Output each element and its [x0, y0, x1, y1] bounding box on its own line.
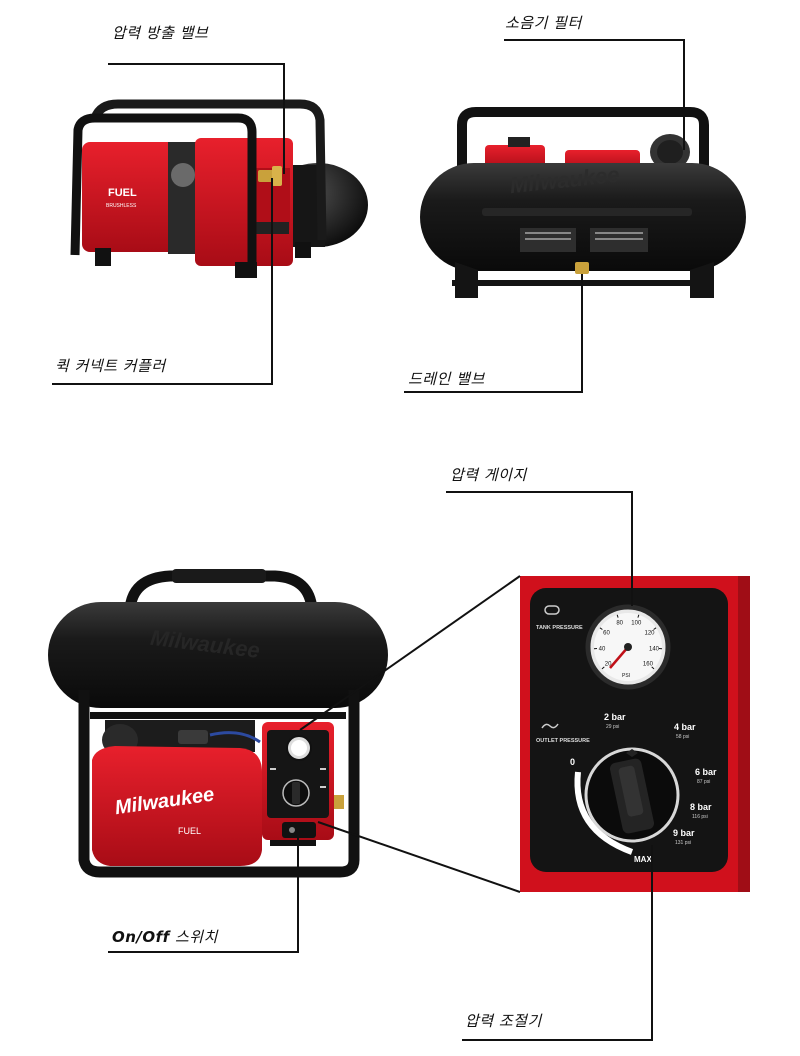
- label-pressure-release-valve: 압력 방출 밸브: [112, 24, 209, 42]
- label-pressure-regulator: 압력 조절기: [465, 1012, 542, 1030]
- dial-zero-label: 0: [570, 757, 575, 767]
- gauge-tick-mark: [599, 627, 603, 630]
- gauge-tick-mark: [637, 614, 640, 618]
- label-onoff-rest: 스위치: [169, 928, 218, 946]
- gauge-tick-160: 160: [643, 662, 654, 668]
- tank-body: [420, 163, 746, 271]
- compressor-rear-view: Milwaukee: [420, 107, 746, 298]
- setting-2bar-psi: 29 psi: [606, 724, 619, 730]
- callout-quick-connect-coupler: [52, 178, 273, 385]
- callout-drain-valve: [404, 274, 583, 393]
- zoom-line-top: [299, 575, 521, 731]
- gauge-needle: [609, 646, 629, 669]
- gauge-tick-80: 80: [616, 620, 623, 626]
- setting-8bar-psi: 116 psi: [692, 814, 708, 820]
- drain-valve-part: [575, 262, 589, 274]
- front-motor-housing: [92, 746, 262, 866]
- gauge-tick-120: 120: [644, 630, 655, 636]
- dial-white-arc: [574, 771, 634, 855]
- setting-4bar-psi: 58 psi: [676, 734, 689, 740]
- fuel-logo-tagline: BRUSHLESS: [106, 203, 137, 209]
- gauge-tick-mark: [651, 666, 655, 670]
- callout-muffler-filter: [504, 39, 685, 150]
- setting-2bar: 2 bar: [604, 712, 626, 722]
- label-onoff-bold: On/Off: [112, 928, 170, 946]
- gauge-tick-20: 20: [605, 662, 612, 668]
- onoff-switch-part: [282, 822, 316, 838]
- zoom-line-bottom: [317, 821, 521, 893]
- setting-4bar: 4 bar: [674, 722, 696, 732]
- gauge-tick-60: 60: [603, 630, 610, 636]
- setting-9bar-psi: 131 psi: [675, 840, 691, 846]
- motor-housing: [82, 142, 182, 252]
- callout-lines: [52, 39, 685, 1041]
- label-onoff-switch: On/Off 스위치: [112, 926, 218, 947]
- front-tank-body: [48, 602, 388, 708]
- setting-9bar: 9 bar: [673, 828, 695, 838]
- label-drain-valve: 드레인 밸브: [408, 370, 485, 388]
- gauge-tick-mark: [653, 627, 657, 630]
- tank-pressure-label: TANK PRESSURE: [536, 625, 583, 631]
- label-pressure-gauge: 압력 게이지: [450, 466, 527, 484]
- outlet-pressure-label: OUTLET PRESSURE: [536, 738, 590, 744]
- front-fuel-logo: FUEL: [178, 826, 201, 836]
- gauge-tick-mark: [601, 666, 605, 670]
- gauge-tick-140: 140: [649, 646, 660, 652]
- gauge-tick-100: 100: [631, 620, 642, 626]
- setting-6bar: 6 bar: [695, 767, 717, 777]
- callout-pressure-regulator: [462, 845, 653, 1041]
- label-muffler-filter: 소음기 필터: [505, 14, 582, 32]
- fuel-logo-text: FUEL: [108, 187, 137, 199]
- label-quick-connect-coupler: 퀵 커넥트 커플러: [55, 357, 166, 375]
- compressor-front-view: Milwaukee Milwaukee FUEL: [48, 569, 388, 878]
- gauge-tick-mark: [616, 614, 619, 618]
- callout-onoff-switch: [108, 838, 299, 953]
- callout-pressure-release-valve: [108, 63, 285, 174]
- callout-pressure-gauge: [446, 491, 633, 606]
- dial-max-label: MAX: [634, 855, 652, 864]
- compressor-angle-view: FUEL BRUSHLESS: [70, 99, 368, 278]
- setting-6bar-psi: 87 psi: [697, 779, 710, 785]
- gauge-tick-40: 40: [599, 646, 606, 652]
- gauge-unit: PSI: [622, 673, 630, 679]
- setting-8bar: 8 bar: [690, 802, 712, 812]
